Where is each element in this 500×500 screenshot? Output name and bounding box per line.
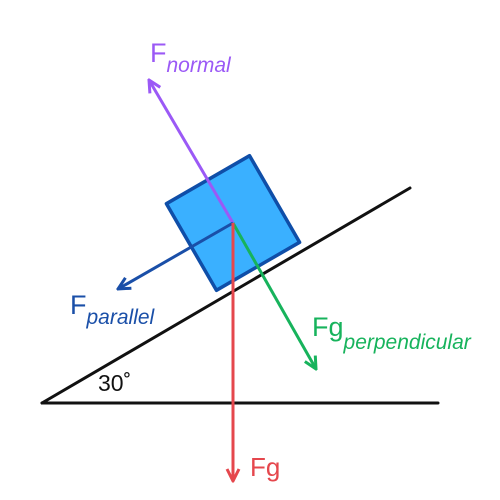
parallel-force-label: Fparallel bbox=[70, 290, 154, 329]
parallel-force-arrow bbox=[118, 221, 234, 289]
incline-surface bbox=[40, 186, 412, 405]
normal-force-subscript: normal bbox=[166, 54, 231, 77]
gravity-force-label: Fg bbox=[250, 452, 281, 482]
perpendicular-force-label: Fgperpendicular bbox=[312, 312, 471, 354]
parallel-force-symbol: F bbox=[70, 290, 87, 320]
incline-angle-label: 30˚ bbox=[98, 370, 132, 396]
parallel-force-subscript: parallel bbox=[86, 306, 155, 329]
perpendicular-force-symbol: Fg bbox=[312, 312, 344, 342]
normal-force-arrow bbox=[149, 80, 235, 224]
normal-force-label: Fnormal bbox=[150, 38, 231, 77]
normal-force-symbol: F bbox=[150, 38, 167, 68]
perpendicular-force-subscript: perpendicular bbox=[343, 331, 471, 354]
perpendicular-force-arrow bbox=[231, 222, 316, 369]
